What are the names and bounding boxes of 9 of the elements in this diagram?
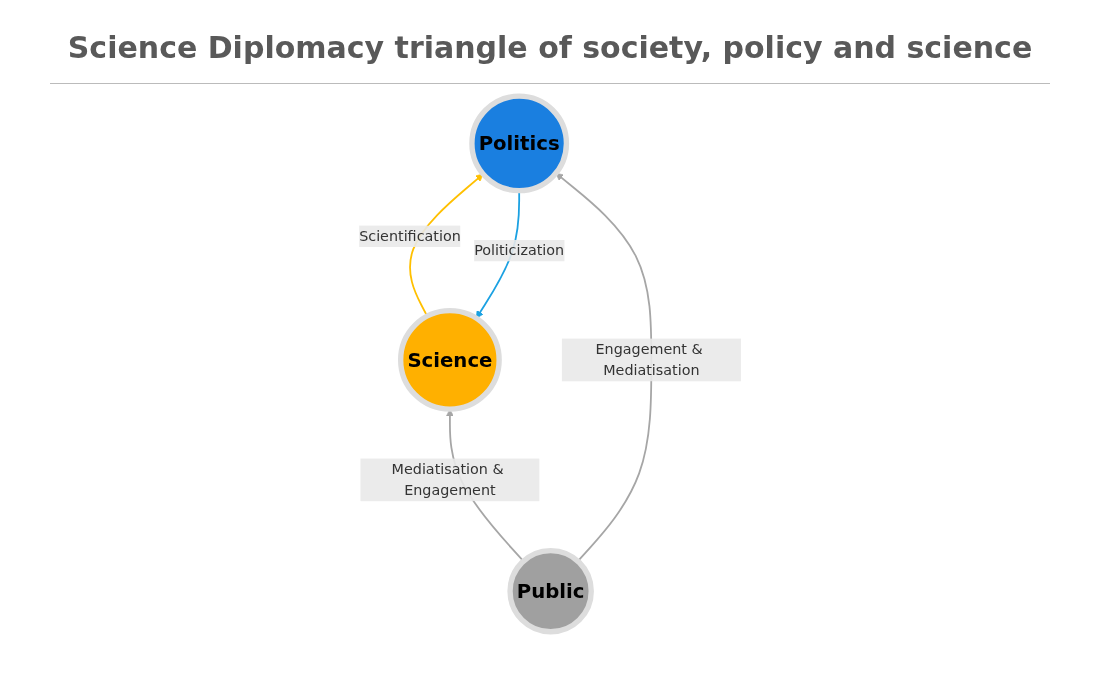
node-circle: Science	[397, 307, 502, 412]
edge-label: Politicization	[474, 241, 565, 259]
diagram-title: Science Diplomacy triangle of society, policy and science	[50, 0, 1050, 84]
edge-label: Scientification	[359, 227, 461, 245]
edge-label: Engagement & Mediatisation	[595, 340, 703, 379]
node-circle: Public	[507, 547, 594, 635]
arrow	[555, 172, 653, 562]
node-circle: Politics	[469, 93, 570, 194]
edge-label: Mediatisation & Engagement	[391, 460, 504, 499]
